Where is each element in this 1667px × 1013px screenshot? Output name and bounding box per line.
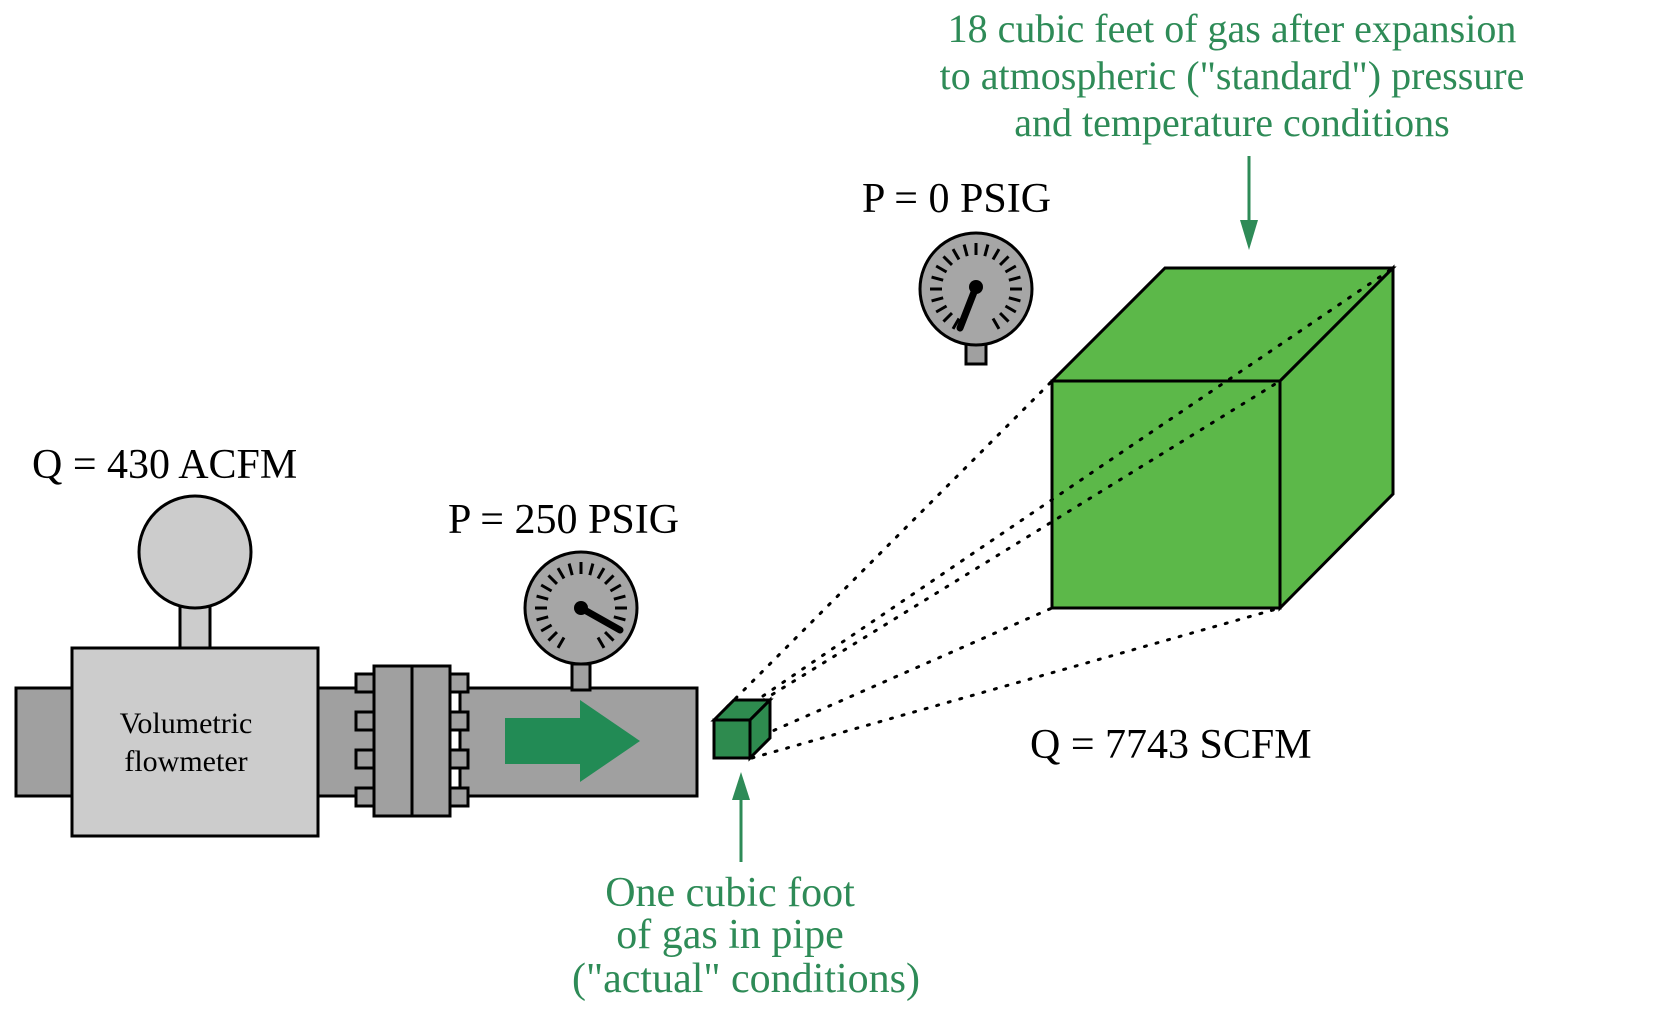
gauge-tick — [596, 567, 606, 580]
gauge-needle — [577, 604, 624, 634]
projection-line — [750, 379, 1282, 709]
flowmeter-reading-label: Q = 430 ACFM — [32, 442, 297, 488]
bolt-icon — [354, 710, 376, 732]
bolt-icon — [448, 748, 470, 770]
gauge-needle — [956, 283, 980, 332]
gauge-tick — [935, 304, 948, 314]
gauge-tick — [942, 311, 954, 323]
bolt-icon — [448, 672, 470, 694]
gauge-tick — [540, 623, 553, 633]
upstream-pipe — [14, 686, 78, 798]
gauge-tick — [567, 563, 574, 576]
gauge-ticks — [930, 243, 1022, 330]
gauge-tick — [556, 567, 566, 580]
gauge-tick — [1008, 275, 1021, 282]
pipe-gas-note-line1: One cubic foot — [605, 870, 855, 916]
pipe-segment-meter-flange — [316, 686, 376, 798]
pipe-pressure-label: P = 250 PSIG — [448, 497, 679, 543]
gauge-tick — [1004, 304, 1017, 314]
projection-line — [725, 379, 1054, 709]
bolt-icon — [354, 748, 376, 770]
gauge-tick — [603, 630, 615, 642]
flowmeter-name-line1: Volumetric — [120, 707, 253, 740]
cube-front-face — [712, 718, 752, 760]
expanded-gas-cube — [1048, 264, 1397, 612]
gauge-tick — [536, 615, 549, 622]
pipe-pressure-gauge — [523, 550, 639, 692]
gauge-tick — [540, 583, 553, 593]
gauge-tick — [1008, 296, 1021, 303]
bolt-icon — [354, 786, 376, 808]
projection-line — [750, 606, 1282, 760]
arrow-up-icon — [732, 772, 750, 862]
gauge-tick — [596, 636, 606, 649]
pipe-gas-note-line2: of gas in pipe — [616, 912, 843, 958]
flowmeter-name-line2: flowmeter — [124, 745, 247, 778]
gauge-tick — [942, 255, 954, 267]
gauge-tick — [547, 630, 559, 642]
gauge-pivot — [969, 280, 983, 294]
projection-line — [750, 606, 1054, 742]
gauge-tick — [1004, 264, 1017, 274]
gauge-tick — [609, 583, 622, 593]
gauge-tick — [935, 264, 948, 274]
gauge-tick — [983, 244, 990, 257]
atmospheric-pressure-gauge — [918, 231, 1034, 366]
gauge-tick — [991, 317, 1001, 330]
gauge-tick — [603, 574, 615, 586]
standard-flow-label: Q = 7743 SCFM — [1030, 722, 1312, 768]
expanded-gas-note-line2: to atmospheric ("standard") pressure — [940, 53, 1525, 98]
gauge-tick — [962, 244, 969, 257]
gauge-stem — [570, 662, 592, 692]
gauge-pivot — [574, 601, 588, 615]
cube-front-face — [1050, 379, 1282, 610]
flowmeter-transmitter-head — [137, 494, 253, 610]
gauge-tick — [951, 248, 961, 261]
expanded-gas-note-line3: and temperature conditions — [1014, 100, 1449, 145]
atmospheric-pressure-label: P = 0 PSIG — [862, 176, 1051, 222]
bolt-icon — [354, 672, 376, 694]
flange-bolts — [354, 672, 470, 808]
gauge-tick — [991, 248, 1001, 261]
flowmeter-body — [70, 646, 320, 838]
bolt-icon — [448, 786, 470, 808]
arrow-down-icon — [1240, 156, 1258, 250]
flange-right — [410, 664, 452, 818]
gauge-tick — [536, 594, 549, 601]
gauge-ticks — [535, 562, 627, 649]
gauge-tick — [613, 594, 626, 601]
gauge-tick — [998, 311, 1010, 323]
expanded-gas-note-line1: 18 cubic feet of gas after expansion — [948, 6, 1517, 51]
gauge-tick — [556, 636, 566, 649]
bolt-icon — [448, 710, 470, 732]
gauge-tick — [931, 296, 944, 303]
gauge-tick — [998, 255, 1010, 267]
flange-left — [372, 664, 414, 818]
gauge-tick — [613, 615, 626, 622]
gauge-tick — [931, 275, 944, 282]
gauge-tick — [547, 574, 559, 586]
gauge-tick — [588, 563, 595, 576]
gauge-tick — [951, 317, 961, 330]
flow-direction-arrow-icon — [505, 700, 640, 782]
pipe-gas-cube — [710, 696, 774, 762]
projection-lines — [725, 266, 1395, 760]
pipe-gas-note-line3: ("actual" conditions) — [572, 956, 920, 1002]
projection-line — [761, 266, 1395, 698]
